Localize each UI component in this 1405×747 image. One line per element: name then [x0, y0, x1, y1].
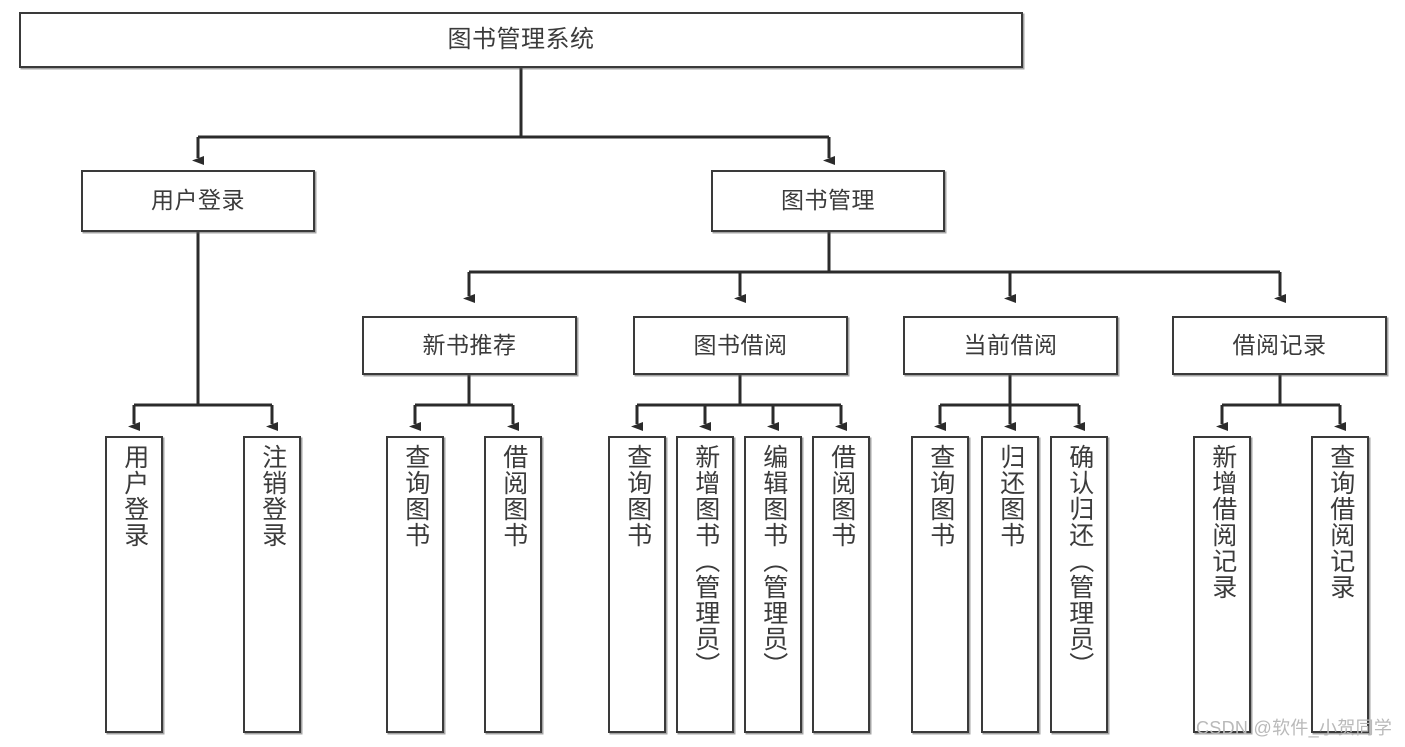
- node-leaf-edit-book-admin[interactable]: 编辑图书（管理员）: [744, 436, 802, 733]
- node-label: 新增借阅记录: [1208, 444, 1237, 600]
- node-leaf-borrow-book-recommend[interactable]: 借阅图书: [484, 436, 542, 733]
- node-label: 查询图书: [401, 444, 430, 548]
- node-label: 查询借阅记录: [1326, 444, 1355, 600]
- node-leaf-query-book-recommend[interactable]: 查询图书: [386, 436, 444, 733]
- node-leaf-confirm-return-admin[interactable]: 确认归还（管理员）: [1050, 436, 1108, 733]
- node-leaf-return-book[interactable]: 归还图书: [981, 436, 1039, 733]
- node-label: 新增图书（管理员）: [691, 444, 720, 678]
- node-book-borrowing[interactable]: 图书借阅: [633, 316, 848, 375]
- node-root-book-management-system[interactable]: 图书管理系统: [19, 12, 1023, 68]
- node-label: 借阅记录: [1232, 331, 1327, 358]
- node-leaf-add-borrow-record[interactable]: 新增借阅记录: [1193, 436, 1251, 733]
- node-label: 新书推荐: [422, 331, 517, 358]
- node-book-management[interactable]: 图书管理: [711, 170, 945, 232]
- node-leaf-query-book-current[interactable]: 查询图书: [911, 436, 969, 733]
- node-leaf-add-book-admin[interactable]: 新增图书（管理员）: [676, 436, 734, 733]
- node-label: 图书管理: [781, 187, 875, 214]
- node-label: 图书借阅: [693, 331, 788, 358]
- node-current-borrowing[interactable]: 当前借阅: [903, 316, 1118, 375]
- node-leaf-logout[interactable]: 注销登录: [243, 436, 301, 733]
- node-label: 用户登录: [151, 187, 245, 214]
- node-label: 编辑图书（管理员）: [759, 444, 788, 678]
- node-label: 当前借阅: [963, 331, 1058, 358]
- node-label: 确认归还（管理员）: [1065, 444, 1094, 678]
- node-leaf-borrow-book[interactable]: 借阅图书: [812, 436, 870, 733]
- node-label: 归还图书: [996, 444, 1025, 548]
- node-leaf-user-login[interactable]: 用户登录: [105, 436, 163, 733]
- node-leaf-query-book-borrow[interactable]: 查询图书: [608, 436, 666, 733]
- node-label: 注销登录: [258, 444, 287, 548]
- node-new-book-recommendation[interactable]: 新书推荐: [362, 316, 577, 375]
- node-borrowing-records[interactable]: 借阅记录: [1172, 316, 1387, 375]
- node-label: 查询图书: [926, 444, 955, 548]
- node-label: 查询图书: [623, 444, 652, 548]
- node-label: 借阅图书: [499, 444, 528, 548]
- node-leaf-query-borrow-record[interactable]: 查询借阅记录: [1311, 436, 1369, 733]
- node-label: 借阅图书: [827, 444, 856, 548]
- node-label: 用户登录: [120, 444, 149, 548]
- node-user-login[interactable]: 用户登录: [81, 170, 315, 232]
- watermark-text: CSDN @软件_小贺同学: [1196, 718, 1393, 738]
- node-label: 图书管理系统: [447, 25, 595, 53]
